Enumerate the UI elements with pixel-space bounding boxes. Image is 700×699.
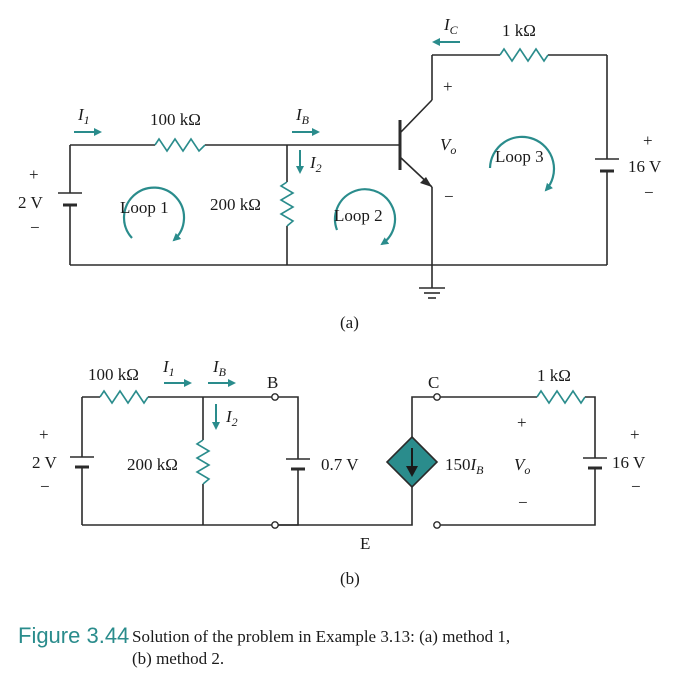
label-node-e: E — [360, 534, 370, 553]
label-r100k-a: 100 kΩ — [150, 110, 201, 129]
plus-vo-a: + — [443, 77, 453, 96]
circuit-a: I1 100 kΩ IB IC 1 kΩ I2 200 kΩ 2 V + − 1… — [18, 15, 662, 332]
loop1-arc — [122, 186, 186, 242]
label-16v-a: 16 V — [628, 157, 662, 176]
caption-b: (b) — [340, 569, 360, 588]
label-i1-b: I1 — [162, 357, 175, 379]
resistor-200k-a — [279, 181, 295, 227]
plus-16v-b: + — [630, 425, 640, 444]
label-loop3: Loop 3 — [495, 147, 544, 166]
label-vo-b: Vo — [514, 455, 530, 477]
node-b-top — [271, 393, 279, 401]
figure-caption: Figure 3.44 Solution of the problem in E… — [18, 623, 510, 668]
label-ic-a: IC — [443, 15, 459, 37]
resistor-1k-a — [499, 47, 549, 63]
resistor-1k-b — [536, 389, 586, 405]
label-node-b: B — [267, 373, 278, 392]
label-2v-b: 2 V — [32, 453, 57, 472]
dependent-current-source — [385, 435, 439, 489]
minus-16v-a: − — [644, 183, 654, 202]
label-r1k-b: 1 kΩ — [537, 366, 571, 385]
ground-symbol — [419, 287, 445, 299]
label-vo-a: Vo — [440, 135, 456, 157]
label-r200k-a: 200 kΩ — [210, 195, 261, 214]
plus-16v-a: + — [643, 131, 653, 150]
label-16v-b: 16 V — [612, 453, 646, 472]
label-r1k-a: 1 kΩ — [502, 21, 536, 40]
circuit-b: 100 kΩ I1 IB B C 1 kΩ I2 200 kΩ 2 V + − … — [32, 357, 646, 588]
loop2-arc — [333, 188, 397, 246]
label-node-c: C — [428, 373, 439, 392]
label-ib-b: IB — [212, 357, 227, 379]
label-2v-a: 2 V — [18, 193, 43, 212]
minus-16v-b: − — [631, 477, 641, 496]
label-i2-a: I2 — [309, 153, 322, 175]
minus-2v-b: − — [40, 477, 50, 496]
minus-2v-a: − — [30, 218, 40, 237]
caption-line-2: (b) method 2. — [132, 649, 224, 668]
caption-line-1: Solution of the problem in Example 3.13:… — [132, 627, 510, 646]
minus-vo-b: − — [518, 493, 528, 512]
label-i2-b: I2 — [225, 407, 238, 429]
label-07v-b: 0.7 V — [321, 455, 359, 474]
bjt-transistor — [398, 99, 433, 188]
resistor-100k-b — [99, 389, 149, 405]
loop3-arc — [488, 135, 556, 192]
minus-vo-a: − — [444, 187, 454, 206]
plus-2v-b: + — [39, 425, 49, 444]
node-b-bottom — [271, 521, 279, 529]
label-r200k-b: 200 kΩ — [127, 455, 178, 474]
node-c-top — [433, 393, 441, 401]
circuit-b-wires — [81, 396, 596, 526]
plus-2v-a: + — [29, 165, 39, 184]
battery-2v-b — [70, 456, 94, 471]
caption-a: (a) — [340, 313, 359, 332]
label-ccs-b: 150IB — [445, 455, 484, 477]
circuit-a-wires — [69, 54, 608, 288]
label-r100k-b: 100 kΩ — [88, 365, 139, 384]
label-ib-a: IB — [295, 105, 310, 127]
plus-vo-b: + — [517, 413, 527, 432]
label-loop1: Loop 1 — [120, 198, 169, 217]
label-loop2: Loop 2 — [334, 206, 383, 225]
resistor-100k-a — [154, 137, 206, 153]
battery-16v-b — [583, 457, 607, 470]
battery-07v-b — [286, 458, 310, 471]
figure-number: Figure 3.44 — [18, 623, 129, 648]
node-c-bottom — [433, 521, 441, 529]
battery-2v-a — [58, 192, 82, 211]
label-i1-a: I1 — [77, 105, 90, 127]
resistor-200k-b — [195, 439, 211, 485]
battery-16v-a — [595, 158, 619, 175]
